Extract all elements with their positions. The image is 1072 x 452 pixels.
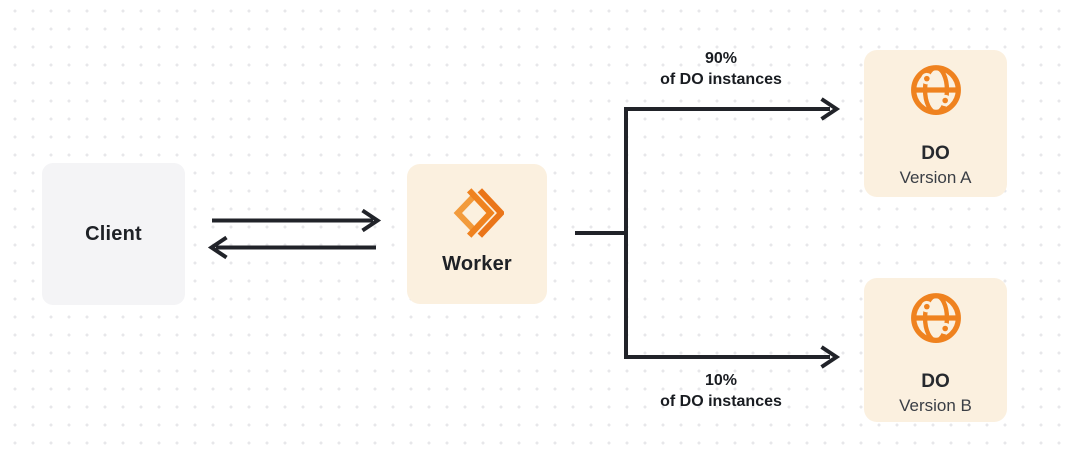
edge-label-90-percent: 90% of DO instances bbox=[628, 48, 814, 90]
do-version-a-sublabel: Version A bbox=[899, 168, 972, 187]
do-version-b-label: DO bbox=[921, 371, 950, 392]
edge-label-10-percent: 10% of DO instances bbox=[628, 370, 814, 412]
worker-node-label: Worker bbox=[442, 253, 512, 275]
edge-label-90-line2: of DO instances bbox=[660, 71, 782, 88]
globe-icon bbox=[908, 290, 964, 346]
arrowhead-worker-to-do-a bbox=[820, 97, 841, 121]
arrowhead-client-to-worker bbox=[361, 208, 382, 233]
client-node: Client bbox=[42, 163, 185, 305]
client-node-label: Client bbox=[85, 222, 142, 245]
arrowhead-worker-to-do-b bbox=[820, 345, 841, 369]
edge-label-10-line2: of DO instances bbox=[660, 393, 782, 410]
globe-icon bbox=[908, 62, 964, 118]
arrowhead-worker-to-client bbox=[207, 235, 228, 260]
edge-label-10-line1: 10% bbox=[704, 372, 738, 389]
workers-chevron-icon bbox=[450, 185, 504, 241]
edge-label-90-line1: 90% bbox=[704, 50, 738, 67]
do-version-a-label: DO bbox=[921, 143, 950, 164]
worker-node: Worker bbox=[407, 164, 547, 304]
do-version-a-node: DO Version A bbox=[864, 50, 1007, 197]
do-version-b-node: DO Version B bbox=[864, 278, 1007, 422]
do-version-b-sublabel: Version B bbox=[899, 396, 972, 415]
